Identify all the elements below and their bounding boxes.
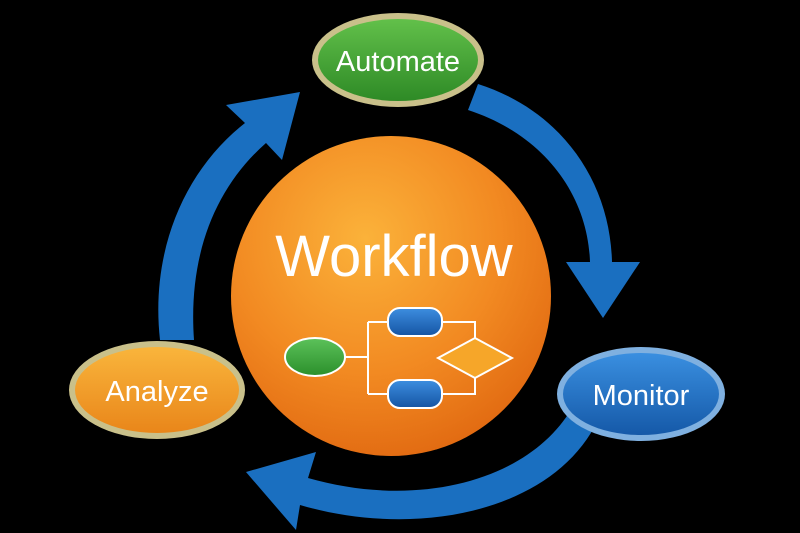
center-title: Workflow	[275, 224, 514, 289]
node-monitor-body	[563, 353, 719, 435]
arrow-monitor-to-analyze	[246, 408, 598, 530]
flow-process-bottom-shape	[387, 379, 443, 409]
node-monitor: Monitor	[557, 347, 725, 441]
flow-process-top-shape	[387, 307, 443, 337]
flow-start-shape	[284, 337, 346, 377]
cycle-arrow-icon	[158, 84, 640, 530]
node-monitor-label: Monitor	[593, 380, 690, 412]
node-analyze-body	[75, 347, 239, 433]
node-analyze: Analyze	[69, 341, 245, 439]
center-hub: Workflow	[231, 136, 551, 456]
node-automate-body	[318, 19, 478, 101]
flow-decision-shape	[435, 336, 515, 380]
node-automate-label: Automate	[336, 46, 460, 78]
node-automate: Automate	[312, 13, 484, 107]
arrow-analyze-to-automate	[158, 92, 300, 340]
workflow-diagram-icon	[284, 307, 515, 409]
node-analyze-label: Analyze	[105, 376, 208, 408]
arrow-automate-to-monitor	[468, 84, 640, 318]
center-circle	[231, 136, 551, 456]
